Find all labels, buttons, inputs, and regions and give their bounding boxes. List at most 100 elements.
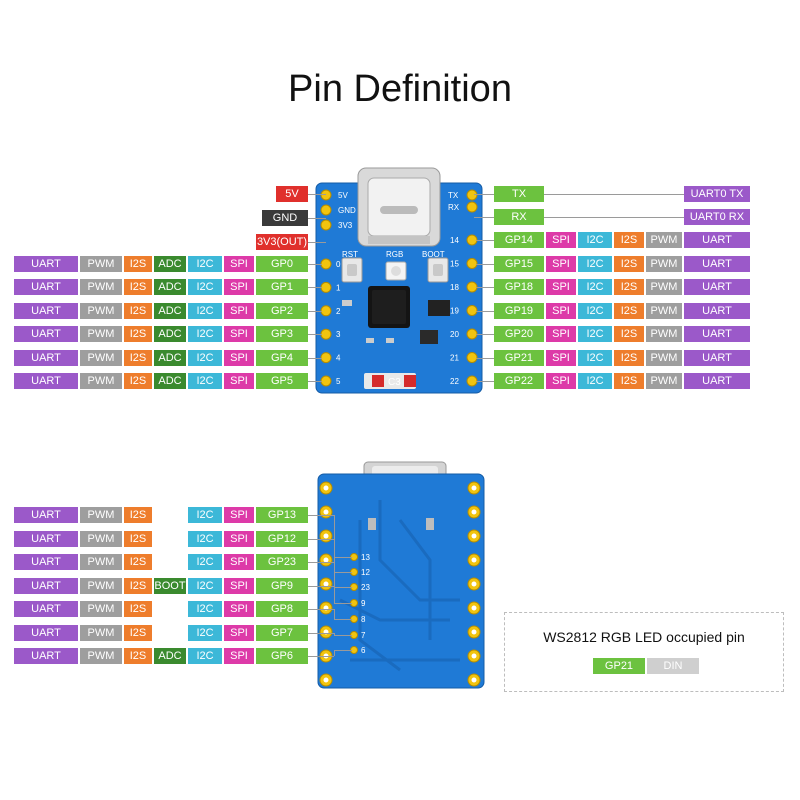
connector-line: [308, 334, 322, 336]
pin-func-label: UART: [684, 279, 750, 295]
gpio-label: GP1: [256, 279, 308, 296]
pin-func-label: UART: [684, 349, 750, 366]
pin-func-label: PWM: [80, 624, 122, 641]
pin-func-label: I2C: [578, 255, 612, 272]
pin-func-label: UART: [14, 279, 78, 296]
board-pin-label: 15: [450, 260, 459, 269]
pin-func-label: I2S: [124, 577, 152, 594]
pin-func-label: PWM: [80, 349, 122, 366]
connector-line: [308, 538, 334, 540]
pin-func-label: SPI: [546, 349, 576, 366]
board-pin-label: 0: [336, 260, 341, 269]
board-testpoint-label: 13: [361, 553, 370, 562]
pin-func-label: SPI: [224, 302, 254, 319]
pin-func-label: I2C: [578, 302, 612, 319]
connector-line: [476, 334, 494, 335]
connector-line: [334, 635, 352, 636]
pin-func-label: I2C: [188, 648, 222, 664]
gpio-label: GP21: [494, 349, 544, 366]
pin-func-label: UART: [684, 232, 750, 248]
pin-func-label: SPI: [546, 326, 576, 342]
gpio-label: GP2: [256, 302, 308, 319]
pin-func-label: SPI: [224, 373, 254, 389]
connector-line: [476, 240, 494, 241]
pin-func-label: I2S: [124, 256, 152, 272]
board-testpoint-label: 7: [361, 631, 366, 640]
connector-line: [334, 650, 335, 656]
pin-func-label: PWM: [80, 507, 122, 523]
power-pin-label: 3V3(OUT): [256, 234, 308, 250]
pin-func-label: SPI: [546, 255, 576, 272]
connector-line: [308, 609, 334, 610]
pin-func-label: PWM: [646, 373, 682, 389]
connector-line: [308, 656, 334, 657]
pin-func-label: UART: [684, 373, 750, 389]
board-pin-label: 5: [336, 377, 341, 386]
board-testpoint-label: 8: [361, 615, 366, 624]
pin-func-label: PWM: [80, 302, 122, 319]
pin-func-label: UART: [14, 601, 78, 617]
pin-func-label: PWM: [646, 279, 682, 295]
connector-line: [334, 609, 335, 619]
connector-line: [544, 217, 684, 218]
board-pin-label: 19: [450, 307, 459, 316]
connector-line: [334, 515, 335, 557]
pin-func-label: UART: [14, 326, 78, 343]
connector-line: [308, 357, 322, 359]
board-label-boot: BOOT: [422, 250, 445, 259]
pin-func-label: UART: [14, 624, 78, 641]
pin-func-label: SPI: [224, 326, 254, 343]
pin-func-label: SPI: [224, 648, 254, 664]
connector-line: [476, 357, 494, 359]
legend-func-label: DIN: [647, 658, 699, 674]
pin-func-label: SPI: [224, 279, 254, 296]
pin-func-label: I2C: [188, 554, 222, 570]
connector-line: [308, 264, 322, 265]
pin-func-label: UART: [684, 302, 750, 319]
connector-line: [474, 194, 494, 195]
connector-line: [474, 217, 494, 218]
pin-func-label: I2C: [188, 601, 222, 617]
pin-func-label: I2C: [188, 577, 222, 594]
connector-line: [308, 562, 334, 563]
pin-func-label: UART: [14, 373, 78, 389]
pin-func-label: I2S: [614, 279, 644, 295]
gpio-label: GP23: [256, 554, 308, 570]
pin-func-label: I2S: [124, 279, 152, 296]
pin-func-label: I2S: [614, 373, 644, 389]
uart0-func-label: UART0 TX: [684, 186, 750, 202]
connector-line: [476, 287, 494, 288]
gpio-label: GP5: [256, 373, 308, 389]
board-pin-label: 22: [450, 377, 459, 386]
pin-func-label: I2C: [188, 530, 222, 547]
gpio-label: GP19: [494, 302, 544, 319]
board-pin-label: RX: [448, 203, 460, 212]
pin-func-label: PWM: [80, 601, 122, 617]
connector-line: [334, 538, 335, 572]
connector-line: [334, 587, 352, 588]
pin-func-label: ADC: [154, 279, 186, 296]
pin-func-label: BOOT: [154, 577, 186, 594]
pin-func-label: I2S: [614, 232, 644, 248]
pin-func-label: SPI: [546, 373, 576, 389]
connector-line: [308, 632, 334, 634]
board-top: C3 RST RGB BOOT 5VGND3V3012345TXRX141518…: [315, 167, 483, 394]
gpio-label: GP9: [256, 577, 308, 594]
pin-func-label: I2C: [578, 279, 612, 295]
pin-func-label: I2S: [124, 530, 152, 547]
connector-line: [334, 572, 352, 573]
pin-func-label: SPI: [224, 256, 254, 272]
pin-func-label: PWM: [646, 255, 682, 272]
board-testpoint-label: 6: [361, 646, 366, 655]
pin-func-label: PWM: [646, 302, 682, 319]
gpio-label: GP22: [494, 373, 544, 389]
pin-func-label: I2C: [188, 373, 222, 389]
board-label-cap: C3: [388, 377, 401, 388]
pin-func-label: PWM: [80, 373, 122, 389]
pin-func-label: I2S: [124, 302, 152, 319]
pin-func-label: SPI: [224, 507, 254, 523]
pin-func-label: PWM: [80, 577, 122, 594]
pin-func-label: UART: [14, 554, 78, 570]
pin-func-label: I2S: [124, 326, 152, 343]
